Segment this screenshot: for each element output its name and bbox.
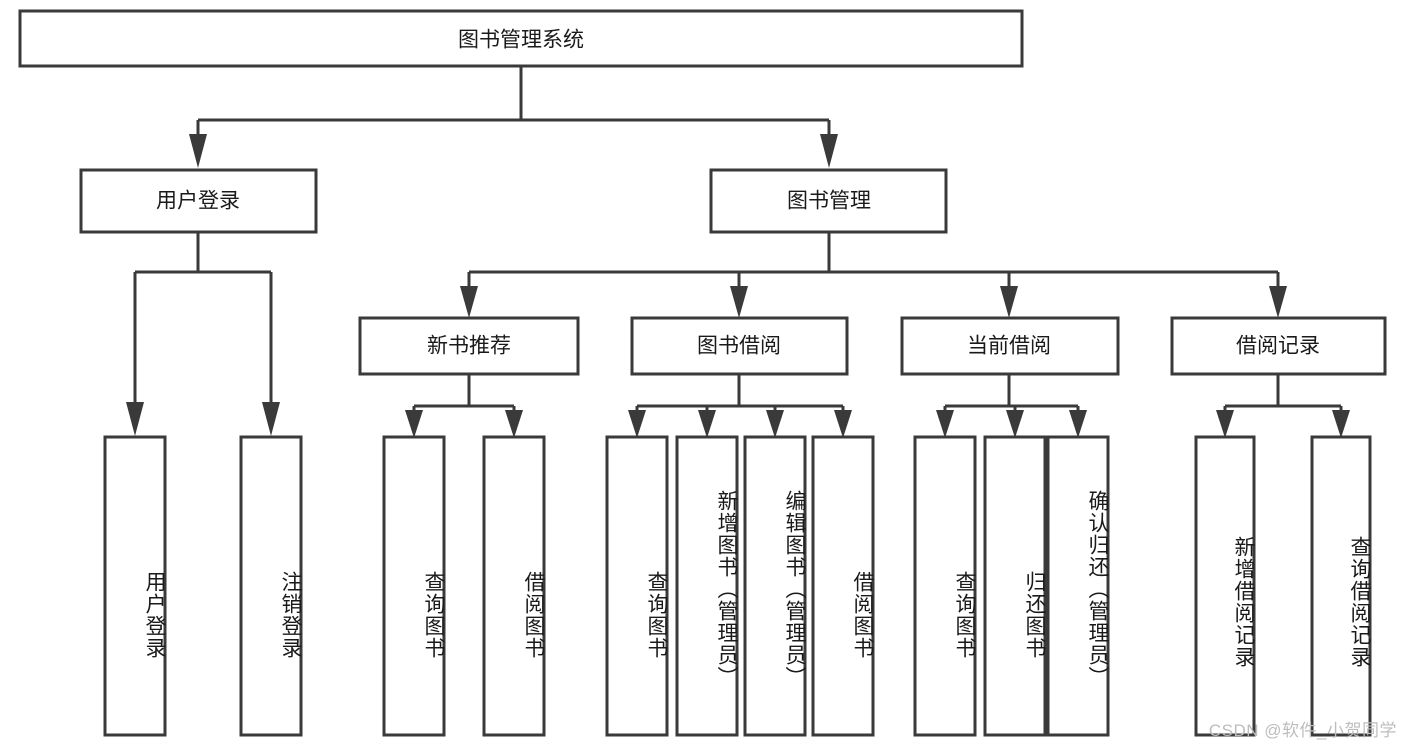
- node-book-manage-label: 图书管理: [787, 190, 871, 213]
- node-user-login[interactable]: [79, 168, 318, 234]
- arrowhead-leaf-return-book: [1006, 410, 1024, 438]
- node-book-borrow-label: 图书借阅: [697, 335, 781, 358]
- arrowhead-user-login: [189, 134, 207, 168]
- node-leaf-borrow-book-1[interactable]: [482, 435, 546, 737]
- label-layer: 图书管理系统 用户登录 图书管理 新书推荐 图书借阅 当前借阅 借阅记录: [156, 29, 1320, 358]
- node-leaf-confirm-return[interactable]: [1046, 435, 1110, 737]
- node-book-manage[interactable]: [709, 168, 948, 234]
- node-current-borrow-label: 当前借阅: [967, 335, 1051, 358]
- node-leaf-borrow-book-2[interactable]: [811, 435, 875, 737]
- arrowhead-leaf-user-login: [126, 402, 144, 436]
- node-root[interactable]: [18, 9, 1024, 68]
- connector-layer: [126, 66, 1350, 438]
- arrowhead-leaf-query-book-3: [936, 410, 954, 438]
- node-borrow-record[interactable]: [1170, 316, 1387, 376]
- arrowhead-book-manage: [820, 134, 838, 168]
- node-root-label: 图书管理系统: [458, 29, 584, 52]
- arrowhead-leaf-query-record: [1332, 410, 1350, 438]
- node-leaf-user-logout[interactable]: [239, 435, 303, 737]
- arrowhead-leaf-edit-book: [766, 410, 784, 438]
- node-leaf-return-book[interactable]: [983, 435, 1047, 737]
- node-new-book-recommend[interactable]: [358, 316, 580, 376]
- node-borrow-record-label: 借阅记录: [1236, 335, 1320, 358]
- arrowhead-book-borrow: [730, 286, 748, 318]
- node-new-book-recommend-label: 新书推荐: [427, 335, 511, 358]
- node-leaf-query-book-1[interactable]: [382, 435, 446, 737]
- node-leaf-user-login[interactable]: [103, 435, 167, 737]
- node-leaf-add-record[interactable]: [1194, 435, 1256, 737]
- arrowhead-leaf-borrow-book-2: [834, 410, 852, 438]
- node-leaf-edit-book[interactable]: [743, 435, 807, 737]
- node-user-login-label: 用户登录: [156, 190, 240, 213]
- arrowhead-current-borrow: [1000, 286, 1018, 318]
- node-leaf-query-record[interactable]: [1310, 435, 1372, 737]
- box-layer: [18, 9, 1387, 737]
- arrowhead-borrow-record: [1269, 286, 1287, 318]
- arrowhead-leaf-add-record: [1216, 410, 1234, 438]
- arrowhead-leaf-query-book-1: [405, 410, 423, 438]
- node-leaf-query-book-3[interactable]: [913, 435, 977, 737]
- arrowhead-leaf-query-book-2: [628, 410, 646, 438]
- node-current-borrow[interactable]: [900, 316, 1120, 376]
- node-book-borrow[interactable]: [630, 316, 849, 376]
- arrowhead-new-book-recommend: [460, 286, 478, 318]
- node-leaf-add-book[interactable]: [675, 435, 739, 737]
- arrowhead-leaf-add-book: [698, 410, 716, 438]
- arrowhead-leaf-user-logout: [262, 402, 280, 436]
- arrowhead-leaf-borrow-book-1: [505, 410, 523, 438]
- watermark-text: CSDN @软件_小贺同学: [1208, 721, 1397, 740]
- arrowhead-leaf-confirm-return: [1069, 410, 1087, 438]
- node-leaf-query-book-2[interactable]: [605, 435, 669, 737]
